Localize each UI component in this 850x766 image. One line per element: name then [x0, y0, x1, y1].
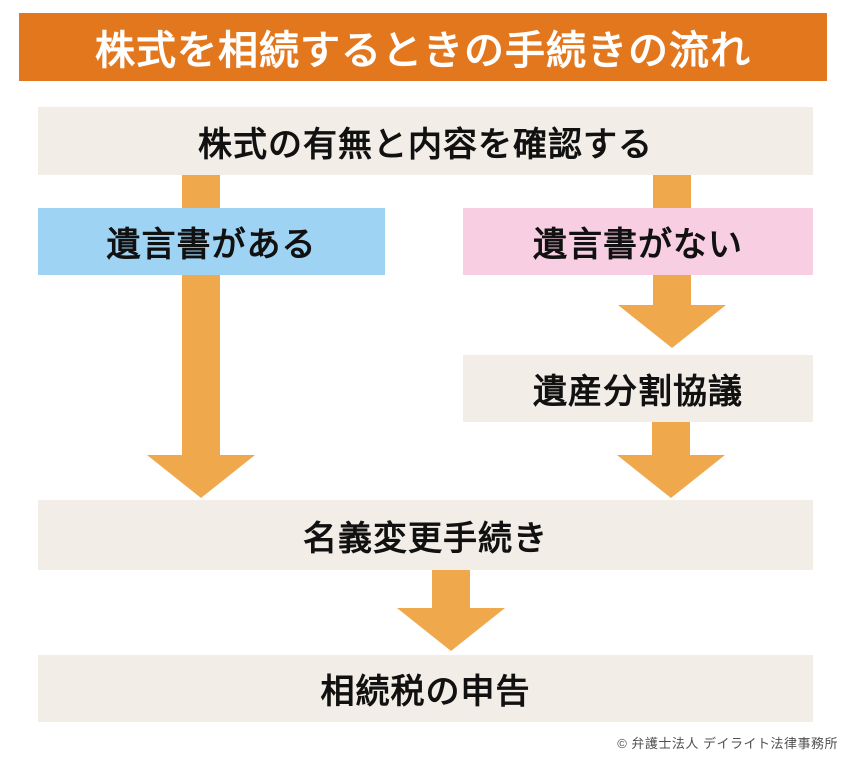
page-title: 株式を相続するときの手続きの流れ — [19, 13, 827, 81]
arrow-shaft — [432, 570, 470, 608]
arrow-down-icon — [147, 455, 255, 498]
flow-step-confirm-stock: 株式の有無と内容を確認する — [38, 107, 813, 175]
flow-step-estate-division: 遺産分割協議 — [463, 355, 813, 422]
flow-step-tax-filing: 相続税の申告 — [38, 655, 813, 722]
copyright-notice: © 弁護士法人 デイライト法律事務所 — [617, 736, 838, 751]
flow-step-name-change: 名義変更手続き — [38, 500, 813, 570]
arrow-down-icon — [617, 455, 725, 498]
arrow-shaft — [652, 422, 690, 455]
flow-branch-will-none: 遺言書がない — [463, 208, 813, 275]
arrow-down-icon — [618, 305, 726, 348]
arrow-down-icon — [397, 608, 505, 651]
flow-branch-will-exists: 遺言書がある — [38, 208, 385, 275]
